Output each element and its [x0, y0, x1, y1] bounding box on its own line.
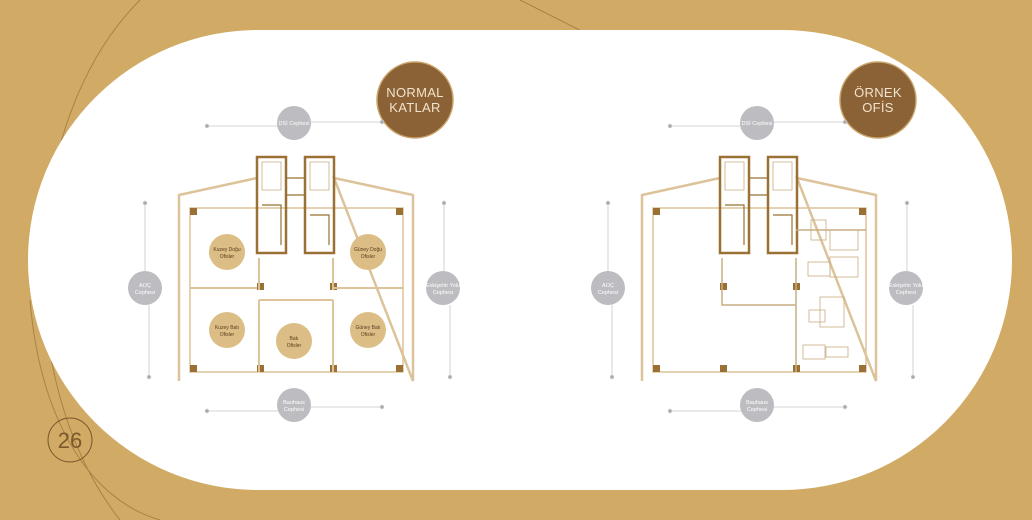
page-number-badge: 26 [47, 417, 93, 463]
leader-dot [910, 374, 916, 380]
leader-dot [609, 374, 615, 380]
office-label: Kuzey Batı [215, 325, 239, 331]
office-label: Ofisler [361, 332, 376, 338]
office-label: Ofisler [361, 254, 376, 260]
column [190, 365, 197, 372]
facade-aoc-label: Cephesi [135, 290, 155, 296]
facade-eskisehir-yolu-label: Cephesi [896, 290, 916, 296]
leader-dot [379, 119, 385, 125]
leader-dot [441, 200, 447, 206]
office-label: Batı [290, 336, 299, 342]
facade-aoc-label: AOÇ [602, 283, 614, 289]
badge-line-2: KATLAR [389, 100, 440, 115]
facade-aoc-label: AOÇ [139, 283, 151, 289]
facade-dsi: DSİ Cephesi [740, 106, 774, 140]
office-furniture [802, 219, 859, 360]
leader-dot [842, 404, 848, 410]
leader-dot [667, 408, 673, 414]
building-walls [177, 155, 415, 382]
office-label: Ofisler [287, 343, 302, 349]
office-label: Ofisler [220, 254, 235, 260]
leader-dot [204, 408, 210, 414]
facade-bauhaus-label: Cephesi [747, 407, 767, 413]
leader-dot [667, 123, 673, 129]
column [257, 283, 264, 290]
facade-bauhaus-label: Bauhaus [283, 400, 305, 406]
leader-dot [447, 374, 453, 380]
office-label: Ofisler [220, 332, 235, 338]
column [720, 365, 727, 372]
office-label: Güney Doğu [354, 247, 382, 253]
column [257, 365, 264, 372]
facade-dsi-label: DSİ Cephesi [742, 120, 773, 127]
leader-dot [146, 374, 152, 380]
column [859, 365, 866, 372]
column [190, 208, 197, 215]
badge-line-2: OFİS [862, 100, 894, 115]
facade-dsi: DSİ Cephesi [277, 106, 311, 140]
facade-leader-lines [605, 119, 916, 414]
column [720, 283, 727, 290]
facade-eskisehir-yolu-label: Cephesi [433, 290, 453, 296]
office-label: Kuzey Doğu [213, 247, 240, 253]
building-walls [640, 155, 878, 382]
facade-eskisehir-yolu-label: Eskişehir Yolu [426, 283, 460, 289]
facade-bauhaus-label: Bauhaus [746, 400, 768, 406]
badge-line-1: NORMAL [386, 85, 443, 100]
column [859, 208, 866, 215]
column [396, 365, 403, 372]
column [396, 208, 403, 215]
leader-dot [142, 200, 148, 206]
facade-eskisehir-yolu-label: Eskişehir Yolu [889, 283, 923, 289]
leader-dot [204, 123, 210, 129]
column [653, 365, 660, 372]
leader-dot [379, 404, 385, 410]
office-label: Güney Batı [355, 325, 380, 331]
badge-line-1: ÖRNEK [854, 85, 902, 100]
column [653, 208, 660, 215]
facade-dsi-label: DSİ Cephesi [279, 120, 310, 127]
facade-leader-lines [142, 119, 453, 414]
leader-dot [904, 200, 910, 206]
content-panel [28, 30, 1012, 490]
leader-dot [605, 200, 611, 206]
facade-bauhaus-label: Cephesi [284, 407, 304, 413]
leader-dot [842, 119, 848, 125]
facade-aoc-label: Cephesi [598, 290, 618, 296]
svg-text:26: 26 [58, 428, 82, 453]
